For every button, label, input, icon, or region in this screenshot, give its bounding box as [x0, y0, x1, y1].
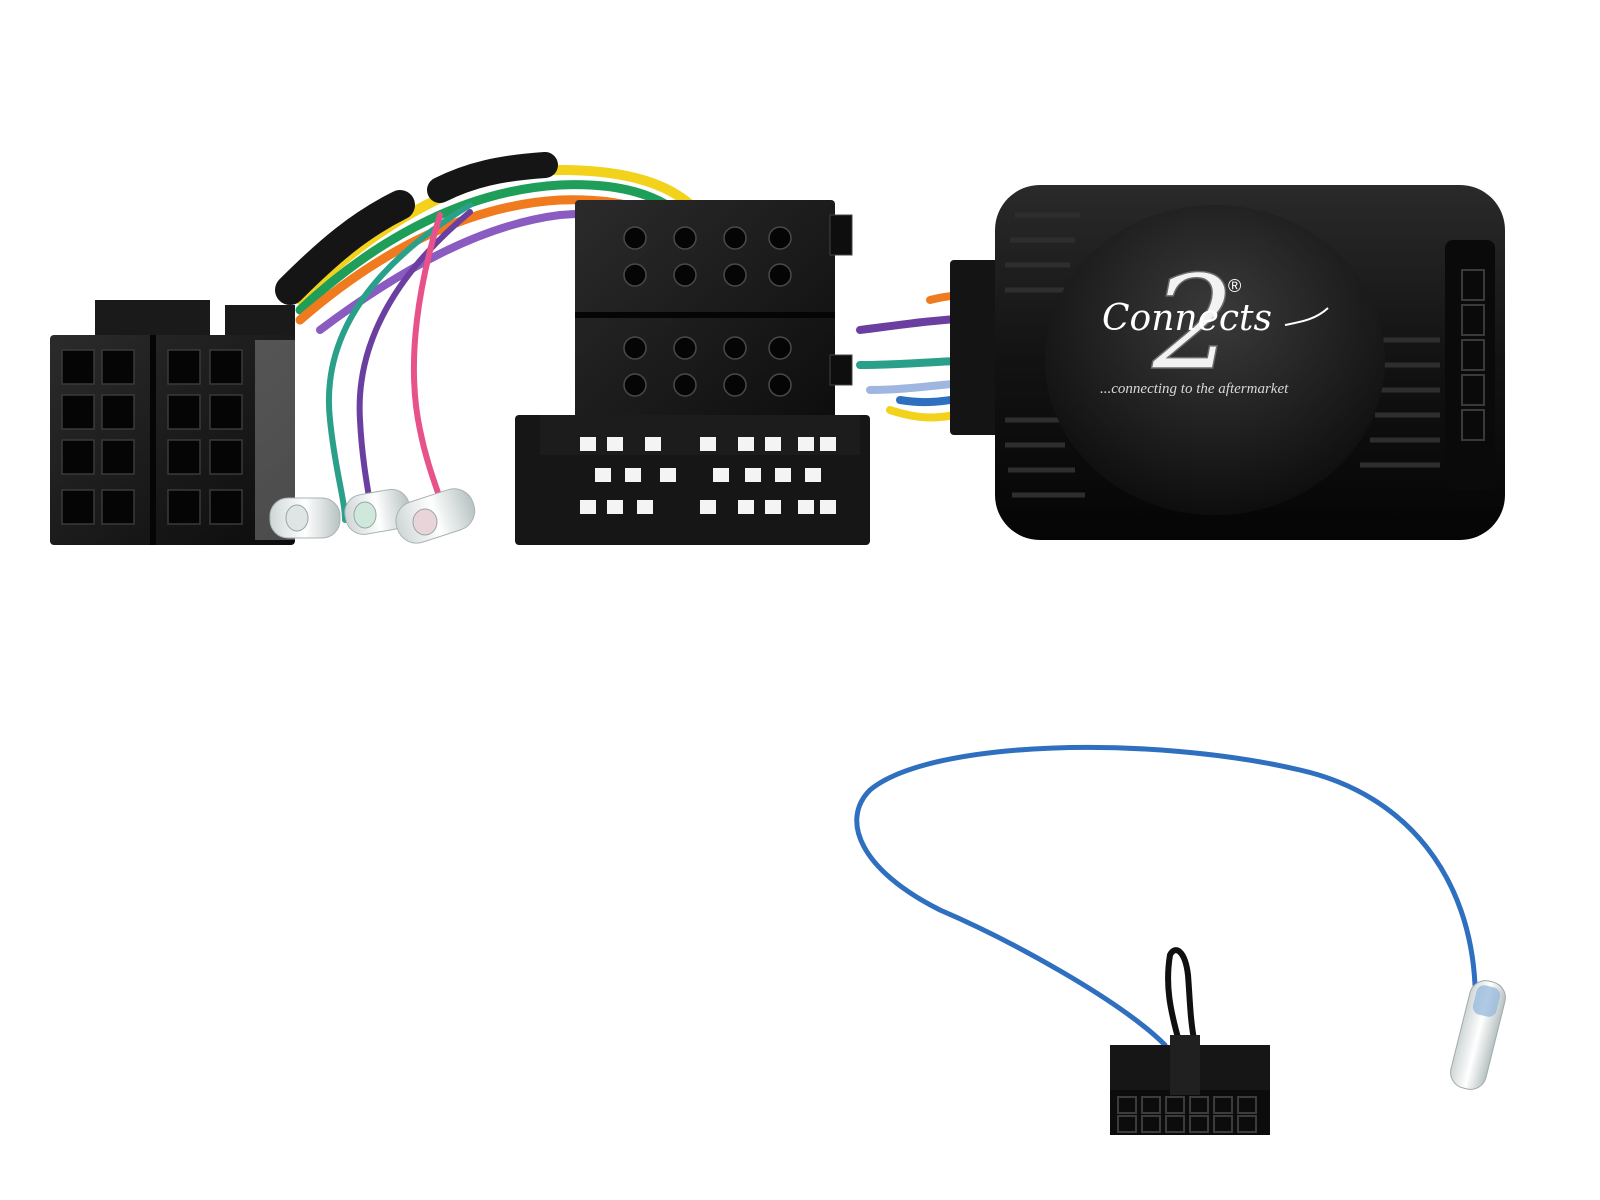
module-logo-disc — [1045, 205, 1385, 515]
spade-terminals — [269, 488, 476, 544]
vehicle-harness-connector — [515, 200, 870, 545]
patch-lead-connector — [1110, 1035, 1270, 1135]
vehicle-lower-pin-rows — [580, 437, 836, 514]
module-grille-left — [1005, 212, 1085, 498]
logo-tagline: ...connecting to the aftermarket — [1100, 381, 1289, 397]
logo-word: Connects — [1102, 298, 1272, 339]
patch-lead — [854, 744, 1506, 1135]
module-grille-right — [1360, 337, 1440, 468]
logo-swoosh — [1284, 307, 1329, 326]
logo-numeral: 2 — [1151, 247, 1235, 399]
wire-sleeve-2 — [427, 152, 558, 203]
iso-harness-connector — [50, 300, 295, 545]
spade-terminal-pink — [395, 488, 476, 544]
wire-teal-long — [325, 202, 473, 523]
patch-lead-black-wire — [1165, 947, 1198, 1048]
patch-lead-bullet-terminal — [1450, 980, 1506, 1090]
logo-registered-mark: ® — [1228, 276, 1241, 296]
wire-purple-long — [356, 209, 473, 518]
vehicle-pin-grid — [623, 226, 792, 397]
interface-module: 2 Connects ® ...connecting to the afterm… — [950, 185, 1505, 540]
iso-pin-grid — [61, 349, 243, 525]
wire-sleeve — [275, 190, 415, 305]
wire-pink — [410, 212, 448, 518]
patch-lead-blue-wire — [854, 744, 1478, 1048]
spade-terminal-green — [269, 497, 341, 539]
module-side-port — [1461, 269, 1485, 441]
